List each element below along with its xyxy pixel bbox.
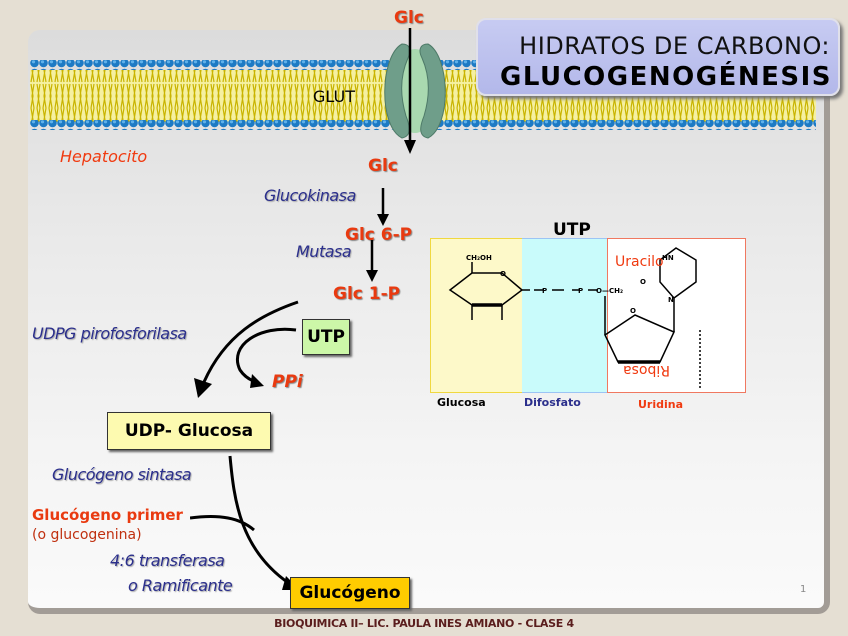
- uridine-region: [607, 238, 746, 393]
- ppi-label: PPi: [272, 372, 303, 392]
- udpg-reaction-arrows: [194, 300, 299, 398]
- glycogen-box: Glucógeno: [290, 577, 410, 609]
- glc-outside-label: Glc: [394, 8, 424, 28]
- svg-text:P: P: [542, 287, 547, 295]
- udpg-pyrophosphorylase-label: UDPG pirofosforilasa: [32, 324, 187, 343]
- svg-text:O—CH₂: O—CH₂: [596, 287, 623, 295]
- diphosphate-section-label: Difosfato: [524, 396, 581, 409]
- utp-structure-title: UTP: [553, 220, 591, 240]
- utp-molecule-structure: CH₂OH O P P O—CH₂ O HN N O Uracilo Ribosa: [448, 247, 701, 390]
- mutase-label: Mutasa: [296, 242, 352, 261]
- page-number: 1: [800, 584, 807, 595]
- arrow-glc6p-to-glc1p: [366, 240, 378, 282]
- svg-text:N: N: [668, 296, 674, 304]
- glc1p-label: Glc 1-P: [333, 284, 401, 304]
- svg-text:CH₂OH: CH₂OH: [466, 254, 492, 262]
- footer-credit: BIOQUIMICA II– LIC. PAULA INES AMIANO - …: [274, 617, 574, 630]
- uracil-label: Uracilo: [615, 254, 664, 270]
- glc6p-label: Glc 6-P: [345, 225, 413, 245]
- arrow-glc-to-glc6p: [377, 188, 389, 226]
- title-line1: HIDRATOS DE CARBONO:: [519, 32, 830, 60]
- title-line2: GLUCOGENOGÉNESIS: [500, 62, 832, 92]
- glycogen-primer-label: Glucógeno primer: [32, 506, 183, 524]
- svg-text:P: P: [578, 287, 583, 295]
- hepatocyte-label: Hepatocito: [60, 147, 148, 166]
- glycogen-synthase-label: Glucógeno sintasa: [52, 465, 192, 484]
- glucose-section-label: Glucosa: [437, 396, 486, 409]
- glut-transporter-icon: [384, 43, 446, 139]
- glycogenin-note: (o glucogenina): [32, 527, 142, 543]
- glc-inside-label: Glc: [368, 156, 398, 176]
- utp-box: UTP: [302, 319, 350, 355]
- svg-text:O: O: [630, 307, 636, 315]
- uridine-section-label: Uridina: [638, 398, 684, 411]
- svg-text:HN: HN: [662, 254, 674, 262]
- diphosphate-region: [522, 238, 608, 393]
- glut-label: GLUT: [313, 87, 355, 106]
- glucokinase-label: Glucokinasa: [264, 186, 356, 205]
- udp-glucose-box: UDP- Glucosa: [107, 412, 271, 450]
- svg-text:O: O: [640, 278, 646, 286]
- ribose-label: Ribosa: [623, 362, 670, 378]
- branching-enzyme-label: o Ramificante: [128, 576, 233, 595]
- transferase-label: 4:6 transferasa: [110, 551, 225, 570]
- svg-text:O: O: [500, 270, 506, 278]
- transport-arrow: [404, 28, 416, 154]
- title-box: HIDRATOS DE CARBONO: GLUCOGENOGÉNESIS: [476, 18, 840, 96]
